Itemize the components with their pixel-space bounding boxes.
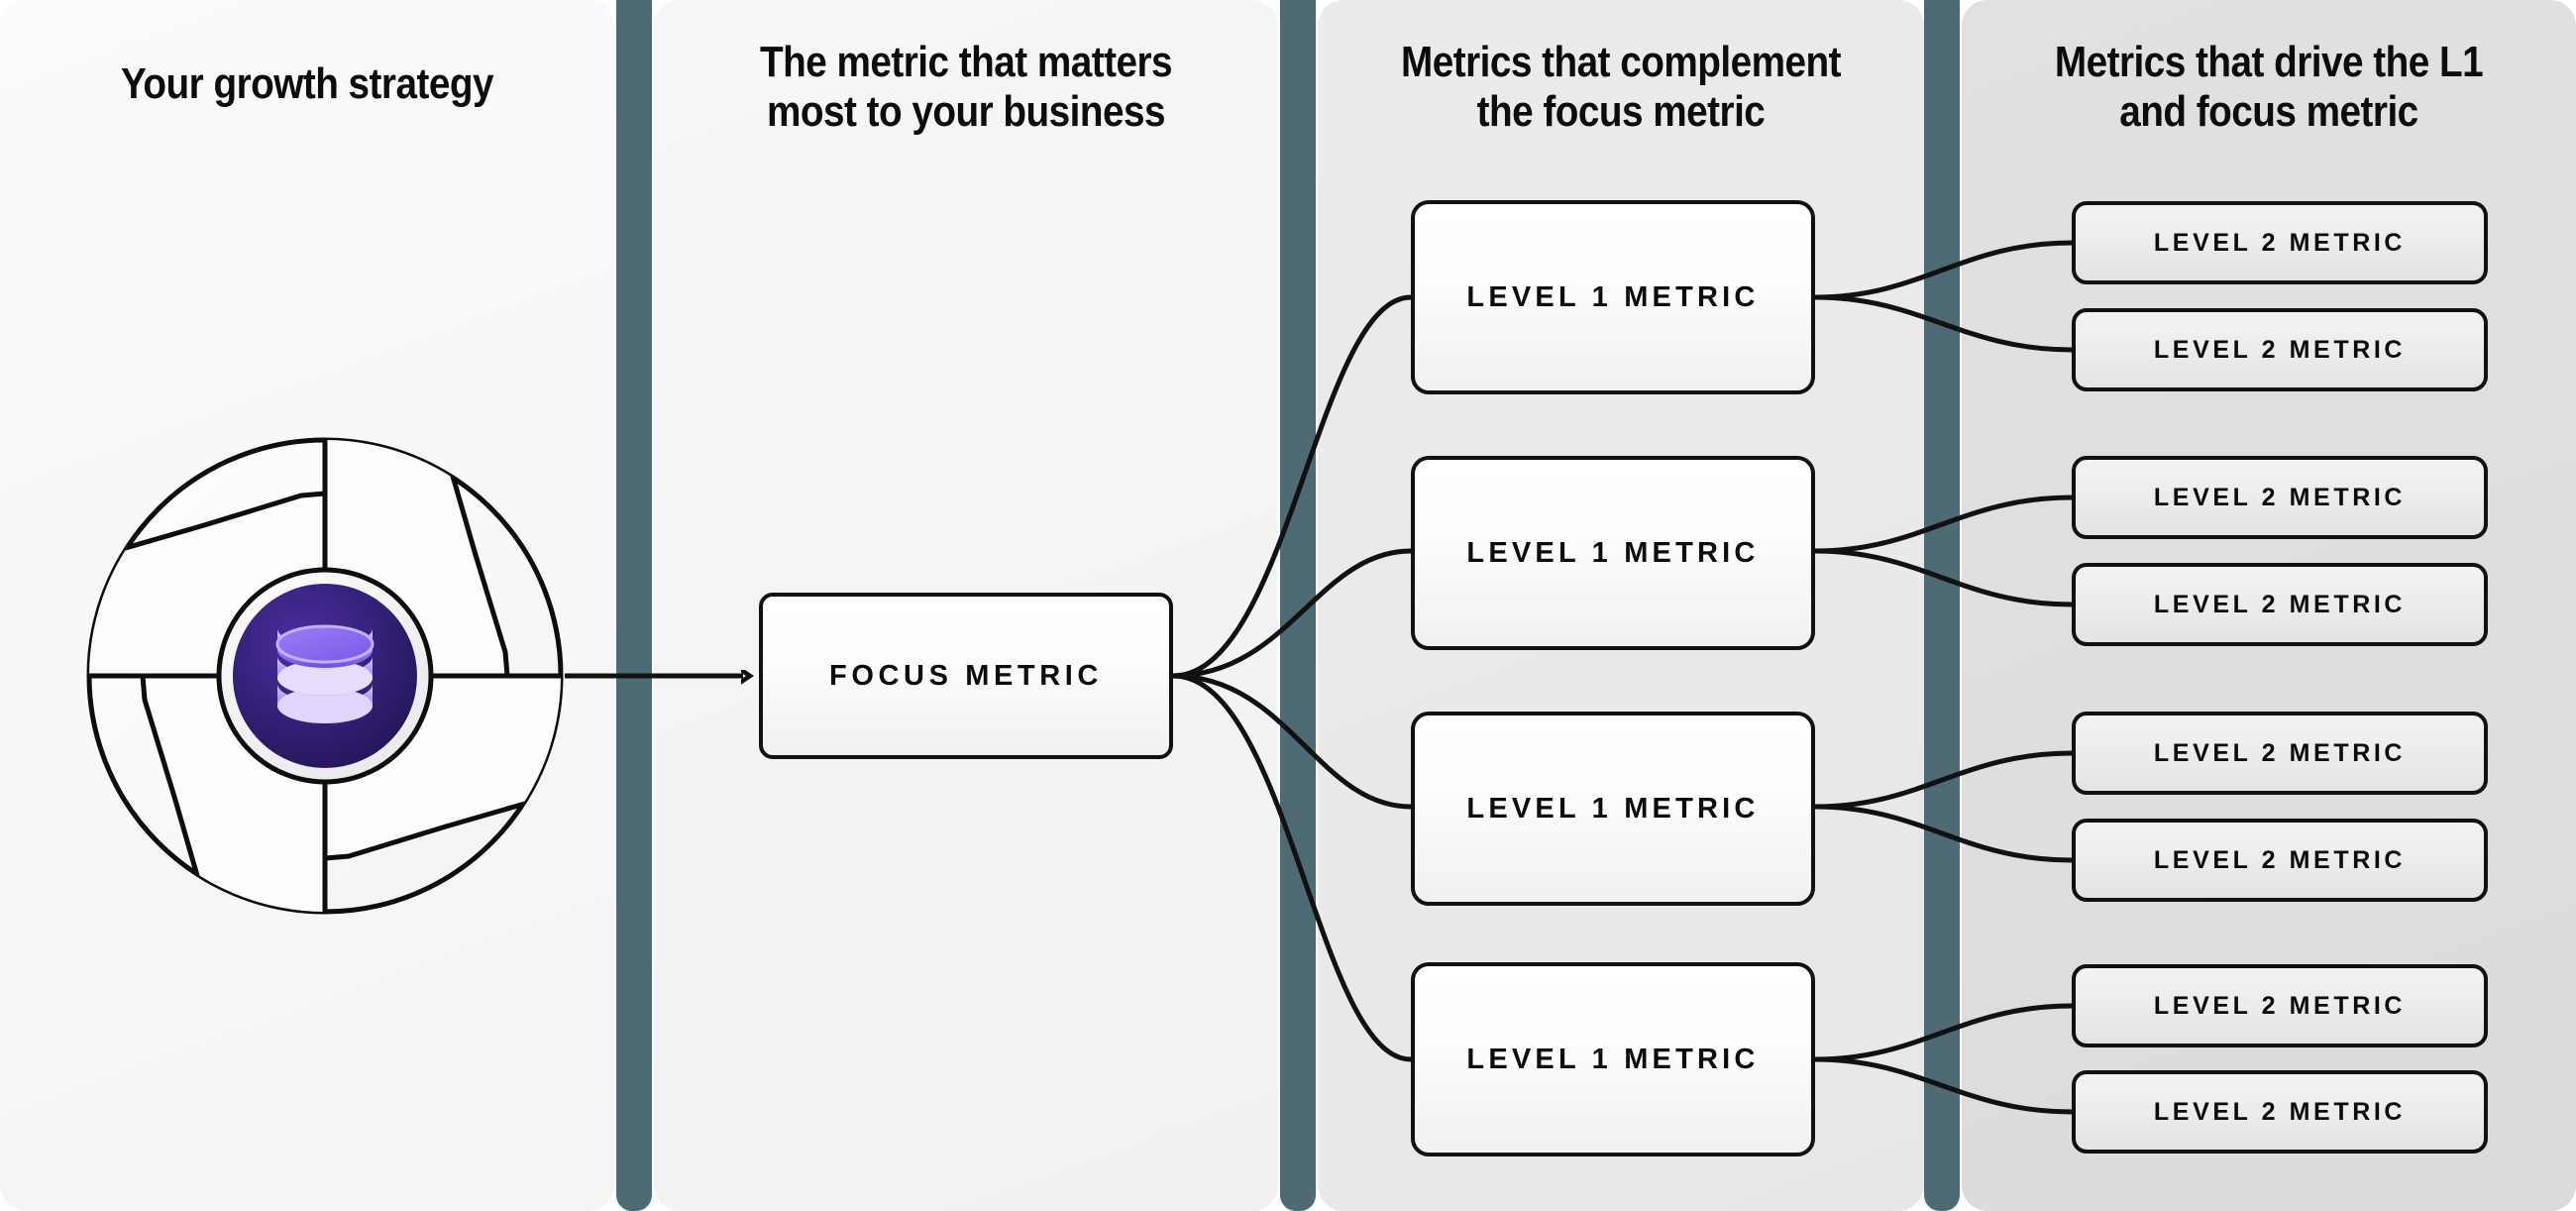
node-label: LEVEL 2 METRIC [2153,335,2407,364]
node-label: LEVEL 2 METRIC [2153,991,2407,1020]
node-label: LEVEL 1 METRIC [1466,792,1760,825]
node-level2-metric-4-b[interactable]: LEVEL 2 METRIC [2072,1070,2488,1154]
node-label: LEVEL 2 METRIC [2153,845,2407,874]
node-level1-metric-4[interactable]: LEVEL 1 METRIC [1411,962,1815,1156]
node-label: LEVEL 2 METRIC [2153,1097,2407,1126]
node-level2-metric-2-a[interactable]: LEVEL 2 METRIC [2072,456,2488,539]
column-divider-3 [1924,0,1960,1211]
node-level2-metric-3-b[interactable]: LEVEL 2 METRIC [2072,819,2488,902]
node-level2-metric-2-b[interactable]: LEVEL 2 METRIC [2072,563,2488,646]
node-label: LEVEL 1 METRIC [1466,1043,1760,1075]
node-level2-metric-1-a[interactable]: LEVEL 2 METRIC [2072,201,2488,284]
node-level1-metric-3[interactable]: LEVEL 1 METRIC [1411,712,1815,906]
node-level2-metric-1-b[interactable]: LEVEL 2 METRIC [2072,308,2488,391]
node-label: LEVEL 2 METRIC [2153,590,2407,618]
node-label: LEVEL 2 METRIC [2153,228,2407,257]
column-divider-1 [616,0,652,1211]
node-label: FOCUS METRIC [829,659,1103,692]
node-level1-metric-1[interactable]: LEVEL 1 METRIC [1411,200,1815,394]
column-panel-strategy [0,0,614,1211]
node-level2-metric-4-a[interactable]: LEVEL 2 METRIC [2072,964,2488,1047]
node-label: LEVEL 1 METRIC [1466,280,1760,313]
node-focus-metric[interactable]: FOCUS METRIC [759,593,1173,759]
node-label: LEVEL 2 METRIC [2153,738,2407,767]
node-level2-metric-3-a[interactable]: LEVEL 2 METRIC [2072,712,2488,795]
node-label: LEVEL 1 METRIC [1466,536,1760,569]
node-label: LEVEL 2 METRIC [2153,483,2407,511]
node-level1-metric-2[interactable]: LEVEL 1 METRIC [1411,456,1815,650]
column-divider-2 [1280,0,1316,1211]
